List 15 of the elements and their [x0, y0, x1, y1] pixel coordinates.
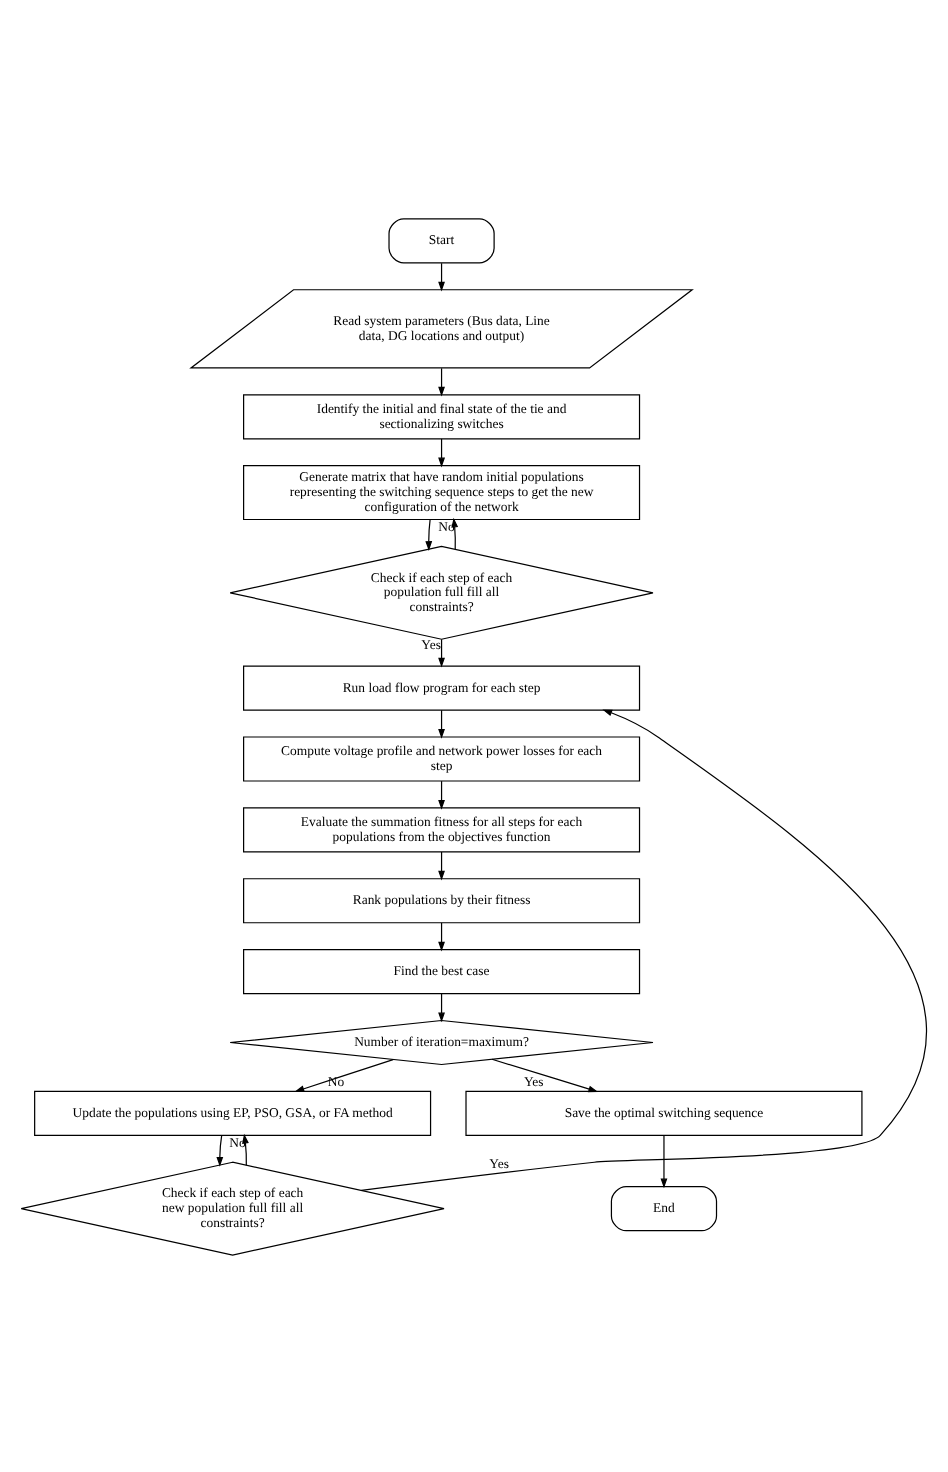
arrow — [438, 261, 445, 291]
arrow — [294, 1058, 394, 1092]
arrow — [438, 850, 445, 880]
arrow — [438, 779, 445, 809]
arrow — [216, 1134, 224, 1166]
arrow — [438, 437, 445, 467]
arrow — [438, 637, 445, 667]
arrow — [425, 517, 433, 550]
arrow — [660, 1134, 668, 1188]
arrow — [491, 1057, 599, 1092]
arrow — [360, 708, 927, 1190]
arrow — [438, 366, 445, 396]
arrow — [438, 921, 445, 951]
arrow — [438, 992, 445, 1022]
arrow — [438, 708, 445, 738]
